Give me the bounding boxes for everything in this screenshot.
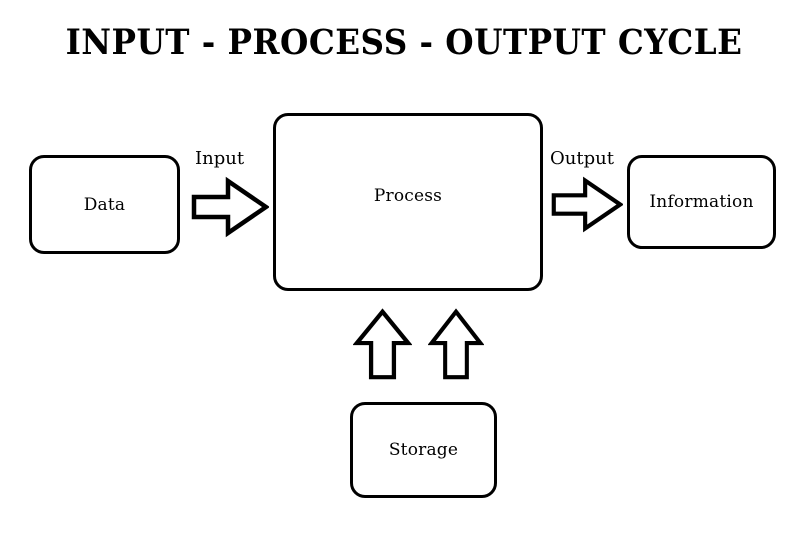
arrow-right-output-icon: [551, 176, 623, 233]
node-storage-label: Storage: [388, 440, 459, 460]
node-data[interactable]: Data: [29, 155, 180, 254]
node-storage[interactable]: Storage: [350, 402, 497, 498]
node-process-label: Process: [373, 186, 443, 206]
arrow-right-input-icon: [191, 176, 269, 238]
edge-label-input: Input: [195, 148, 245, 169]
diagram-title: INPUT - PROCESS - OUTPUT CYCLE: [65, 22, 743, 63]
node-information-label: Information: [649, 192, 754, 212]
node-process[interactable]: Process: [273, 113, 543, 291]
node-information[interactable]: Information: [627, 155, 776, 249]
arrow-up-storage-right-icon: [428, 308, 484, 380]
node-data-label: Data: [83, 194, 126, 215]
arrow-up-storage-left-icon: [353, 308, 412, 380]
edge-label-output: Output: [550, 148, 614, 169]
